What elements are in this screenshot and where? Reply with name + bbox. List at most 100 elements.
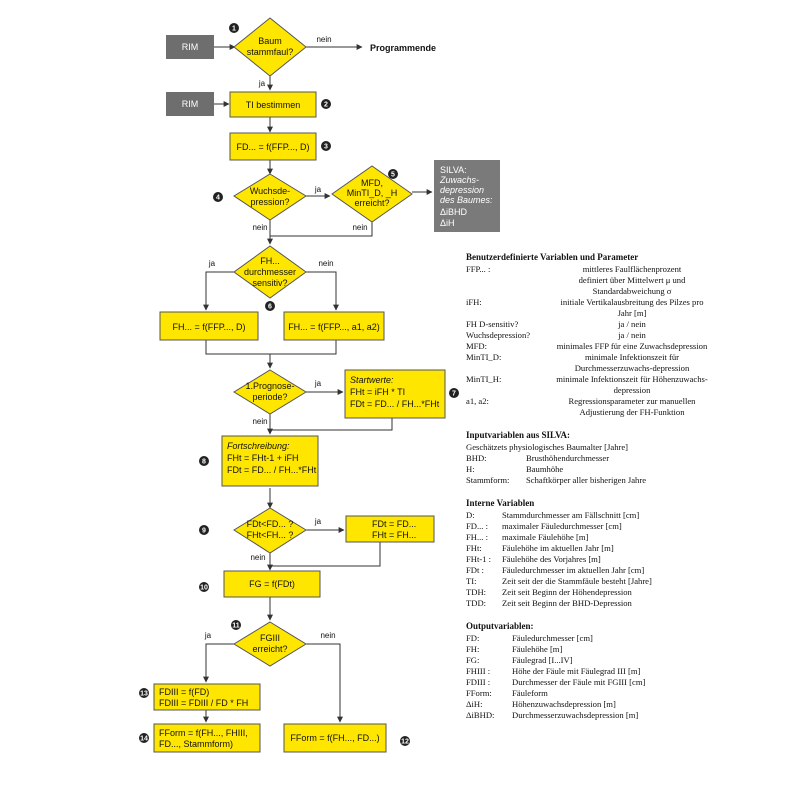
label-yes-1: ja: [258, 79, 266, 88]
legend-row: FHt-1 :Fäulehöhe des Vorjahres [m]: [466, 554, 716, 565]
silva-line5: ΔiBHD: [440, 207, 468, 217]
process-fg-text: FG = f(FDt): [249, 579, 295, 589]
decision-fg3-reached-line2: erreicht?: [252, 644, 287, 654]
label-no-11: nein: [320, 631, 335, 640]
legend-desc: Fäulehöhe im aktuellen Jahr [m]: [502, 543, 614, 553]
step-badge-14: 14: [139, 733, 149, 743]
process-fd-max-text: FD... = f(FFP..., D): [236, 142, 309, 152]
process-fform-stammform: [153, 723, 261, 753]
legend-row: FHIII :Höhe der Fäule mit Fäulegrad III …: [466, 666, 716, 677]
legend-term: BHD:: [466, 453, 487, 463]
legend-term: D:: [466, 510, 475, 520]
process-update-line1: Fortschreibung:: [227, 441, 290, 451]
step-badge-1: 1: [229, 23, 239, 33]
legend-term: FFP... :: [466, 264, 491, 274]
step-badge-8: 8: [199, 456, 209, 466]
legend-desc: Durchmesser der Fäule mit FGIII [cm]: [512, 677, 646, 687]
silva-line6: ΔiH: [440, 218, 455, 228]
process-update-line2: FHt = FHt-1 + iFH: [227, 453, 299, 463]
program-end-label: Programmende: [370, 43, 436, 53]
legend-desc: Höhenzuwachsdepression [m]: [512, 699, 616, 709]
legend-desc: mittleres Faulflächenprozent: [582, 264, 682, 274]
decision-growth-depression: [233, 173, 307, 221]
legend-user-vars: Benutzerdefinierte Variablen und Paramet…: [466, 252, 716, 418]
process-fform: [283, 723, 387, 753]
legend-desc: Schaftkörper aller bisherigen Jahre: [526, 475, 647, 485]
svg-text:12: 12: [401, 739, 409, 746]
legend-internal-vars: Interne Variablen D:Stammdurchmesser am …: [466, 498, 716, 609]
legend-row: FH... :maximale Fäulehöhe [m]: [466, 532, 716, 543]
svg-text:10: 10: [200, 585, 208, 592]
process-determine-ti: [229, 91, 317, 118]
legend-desc: Baumhöhe: [526, 464, 564, 474]
decision-fh-sensitive-line1: FH...: [260, 256, 280, 266]
label-yes-4: ja: [314, 185, 322, 194]
legend-term: H:: [466, 464, 475, 474]
legend-term: iFH:: [466, 297, 482, 307]
legend-output-vars-list: FD:Fäuledurchmesser [cm]FH:Fäulehöhe [m]…: [466, 633, 716, 721]
legend-desc: initiale Vertikalausbreitung des Pilzes …: [560, 297, 704, 318]
rim-label-2: RIM: [182, 99, 199, 109]
legend-term: FH D-sensitiv?: [466, 319, 519, 329]
step-badge-5: 5: [388, 169, 398, 179]
legend-row: MFD:minimales FFP für eine Zuwachsdepres…: [466, 341, 716, 352]
label-no-9: nein: [250, 553, 265, 562]
legend-row: definiert über Mittelwert μ und Standard…: [466, 275, 716, 297]
legend-desc: definiert über Mittelwert μ und Standard…: [578, 275, 686, 296]
label-no-5: nein: [352, 223, 367, 232]
label-no-7: nein: [252, 417, 267, 426]
legend-desc: Zeit seit der die Stammfäule besteht [Ja…: [502, 576, 652, 586]
decision-fd-fh-limit: [233, 507, 307, 554]
legend-desc: Zeit seit Beginn der BHD-Depression: [502, 598, 632, 608]
legend-term: ΔiH:: [466, 699, 483, 709]
decision-fd-fh-limit-line1: FDt<FD... ?: [247, 519, 294, 529]
legend-term: FH:: [466, 644, 480, 654]
legend-desc: minimales FFP für eine Zuwachsdepression: [556, 341, 708, 351]
process-fd3-line2: FDIII = FDIII / FD * FH: [159, 698, 248, 708]
legend-row: TDH:Zeit seit Beginn der Höhendepression: [466, 587, 716, 598]
process-start-values-line1: Startwerte:: [350, 375, 394, 385]
legend-desc: ja / nein: [618, 330, 646, 340]
connectors: [203, 44, 433, 723]
svg-text:4: 4: [216, 195, 220, 202]
decision-fh-sensitive: [233, 245, 307, 299]
legend-row: FFP... : mittleres Faulflächenprozent: [466, 264, 716, 275]
process-start-values: [344, 369, 446, 419]
legend-desc: Höhe der Fäule mit Fäulegrad III [m]: [512, 666, 641, 676]
step-badge-7: 7: [449, 388, 459, 398]
step-badge-2: 2: [321, 99, 331, 109]
legend-desc: minimale Infektionszeit für Höhenzuwachs…: [556, 374, 708, 395]
process-cap-values: [345, 515, 435, 543]
legend-desc: Fäulehöhe des Vorjahres [m]: [502, 554, 601, 564]
legend-row: FForm:Fäuleform: [466, 688, 716, 699]
process-fd3-line1: FDIII = f(FD): [159, 687, 209, 697]
label-yes-6: ja: [208, 259, 216, 268]
silva-line3: depression: [440, 185, 484, 195]
legend-term: TI:: [466, 576, 477, 586]
legend-row: BHD:Brusthöhendurchmesser: [466, 453, 716, 464]
legend-term: FH... :: [466, 532, 488, 542]
legend-row: FHt:Fäulehöhe im aktuellen Jahr [m]: [466, 543, 716, 554]
legend-desc: Durchmesserzuwachsdepression [m]: [512, 710, 639, 720]
legend-row: TI: Zeit seit der die Stammfäule besteht …: [466, 576, 716, 587]
legend-term: MinTI_D:: [466, 352, 502, 362]
label-yes-11: ja: [204, 631, 212, 640]
step-badge-13: 13: [139, 688, 149, 698]
legend-row: Stammform: Schaftkörper aller bisherigen …: [466, 475, 716, 486]
legend-input-vars: Inputvariablen aus SILVA: Geschätzets ph…: [466, 430, 716, 486]
decision-tree-rot-line1: Baum: [258, 36, 282, 46]
process-fh-max-a-text: FH... = f(FFP..., a1, a2): [288, 322, 380, 332]
legend-desc: Fäulegrad [I...IV]: [512, 655, 573, 665]
step-badge-4: 4: [213, 192, 223, 202]
legend-term: FG:: [466, 655, 480, 665]
legend-input-vars-title: Inputvariablen aus SILVA:: [466, 430, 571, 440]
svg-text:9: 9: [202, 528, 206, 535]
legend-term: Wuchsdepression?: [466, 330, 531, 340]
process-cap-values-line2: FHt = FH...: [372, 530, 416, 540]
legend-desc: Fäuledurchmesser im aktuellen Jahr [cm]: [502, 565, 645, 575]
legend-term: Stammform:: [466, 475, 510, 485]
silva-line2: Zuwachs-: [439, 175, 479, 185]
